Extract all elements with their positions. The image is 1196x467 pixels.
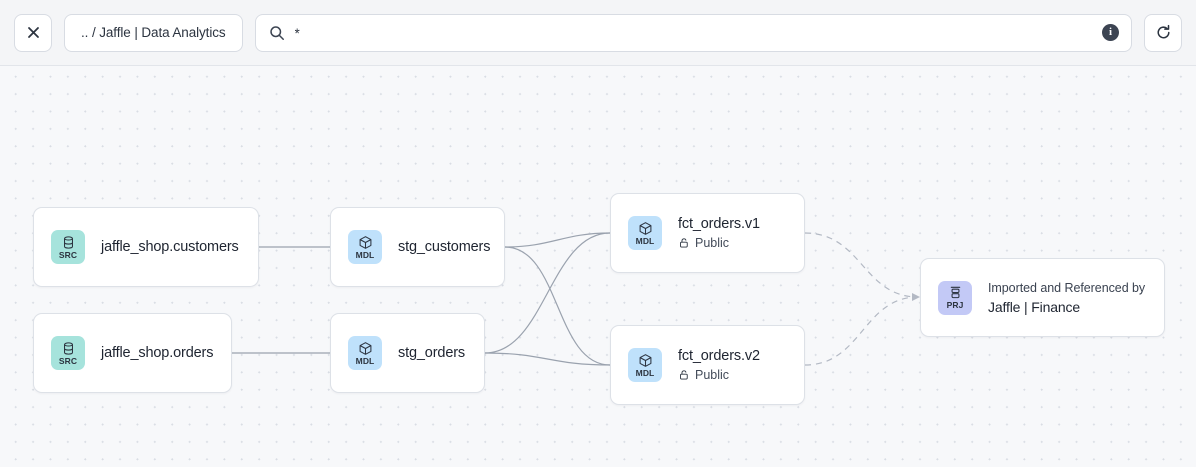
badge-glyph xyxy=(61,341,76,356)
badge-label: MDL xyxy=(355,249,375,260)
node-labels: fct_orders.v1 Public xyxy=(678,216,760,250)
node-title: fct_orders.v1 xyxy=(678,216,760,232)
node-visibility: Public xyxy=(678,368,760,382)
badge-glyph xyxy=(638,221,653,236)
node-title: fct_orders.v2 xyxy=(678,348,760,364)
node-type-badge-mdl: MDL xyxy=(628,348,662,382)
badge-label: MDL xyxy=(635,367,655,378)
node-title: jaffle_shop.customers xyxy=(101,239,239,255)
node-type-badge-mdl: MDL xyxy=(628,216,662,250)
graph-node-fct_orders_v2[interactable]: MDL fct_orders.v2 Public xyxy=(610,325,805,405)
edge-stgorders-to-v2 xyxy=(484,352,611,366)
info-icon[interactable]: i xyxy=(1102,24,1119,41)
edge-stgcustomers-to-v2 xyxy=(504,246,611,366)
search-value: * xyxy=(294,25,300,41)
node-title: stg_orders xyxy=(398,345,466,361)
badge-glyph xyxy=(948,285,963,300)
breadcrumb: .. / Jaffle | Data Analytics xyxy=(81,25,226,40)
top-toolbar: .. / Jaffle | Data Analytics * i xyxy=(0,0,1196,66)
node-type-badge-src: SRC xyxy=(51,336,85,370)
badge-label: MDL xyxy=(635,235,655,246)
badge-label: SRC xyxy=(58,355,78,366)
edge-v1-to-project xyxy=(804,232,919,298)
graph-node-fct_orders_v1[interactable]: MDL fct_orders.v1 Public xyxy=(610,193,805,273)
graph-node-stg_customers[interactable]: MDL stg_customers xyxy=(330,207,505,287)
database-icon xyxy=(63,342,73,355)
cube-icon xyxy=(359,341,371,355)
edge-stgcustomers-to-v1 xyxy=(504,232,611,248)
unlock-icon xyxy=(680,238,688,248)
node-title: jaffle_shop.orders xyxy=(101,345,214,361)
refresh-icon xyxy=(1157,24,1170,39)
visibility-icon-wrap xyxy=(678,369,690,381)
search-icon xyxy=(269,25,284,40)
badge-glyph xyxy=(61,235,76,250)
node-labels: jaffle_shop.orders xyxy=(101,345,213,361)
graph-node-jaffle_shop_orders[interactable]: SRC jaffle_shop.orders xyxy=(33,313,232,393)
close-icon xyxy=(27,27,39,38)
node-title: Jaffle | Finance xyxy=(988,298,1081,315)
node-type-badge-prj: PRJ xyxy=(938,280,972,315)
badge-glyph xyxy=(358,235,373,250)
graph-node-stg_orders[interactable]: MDL stg_orders xyxy=(330,313,485,393)
cube-icon xyxy=(639,221,651,235)
visibility-label: Public xyxy=(695,236,730,250)
edge-arrowhead xyxy=(912,293,920,301)
node-title: stg_customers xyxy=(398,239,491,255)
graph-node-jaffle_shop_customers[interactable]: SRC jaffle_shop.customers xyxy=(33,207,259,287)
node-labels: jaffle_shop.customers xyxy=(101,239,239,255)
graph-canvas[interactable]: SRC jaffle_shop.customers MDL stg_customer… xyxy=(0,66,1196,467)
cube-icon xyxy=(359,235,371,249)
close-button[interactable] xyxy=(14,13,52,52)
node-kicker: Imported and Referenced by xyxy=(988,280,1146,295)
badge-glyph xyxy=(358,341,373,356)
project-icon xyxy=(950,287,960,299)
node-labels: stg_customers xyxy=(398,239,490,255)
edge-v2-to-project xyxy=(804,296,919,366)
unlock-icon xyxy=(680,370,688,380)
graph-node-jaffle_finance_project[interactable]: PRJ Imported and Referenced by Jaffle | Fi… xyxy=(920,258,1165,337)
node-type-badge-mdl: MDL xyxy=(348,336,382,370)
badge-label: SRC xyxy=(58,249,78,260)
badge-glyph xyxy=(638,353,653,368)
badge-label: MDL xyxy=(355,355,375,366)
badge-label: PRJ xyxy=(946,300,964,311)
node-type-badge-mdl: MDL xyxy=(348,230,382,264)
visibility-label: Public xyxy=(695,368,730,382)
refresh-button[interactable] xyxy=(1144,13,1182,52)
cube-icon xyxy=(639,353,651,367)
node-labels: stg_orders xyxy=(398,345,465,361)
node-labels: Imported and Referenced by Jaffle | Finan… xyxy=(988,281,1145,315)
database-icon xyxy=(63,236,73,249)
node-visibility: Public xyxy=(678,236,760,250)
breadcrumb-button[interactable]: .. / Jaffle | Data Analytics xyxy=(64,13,243,52)
search-input[interactable]: * i xyxy=(254,13,1132,52)
node-labels: fct_orders.v2 Public xyxy=(678,348,760,382)
visibility-icon-wrap xyxy=(678,237,690,249)
node-type-badge-src: SRC xyxy=(51,230,85,264)
